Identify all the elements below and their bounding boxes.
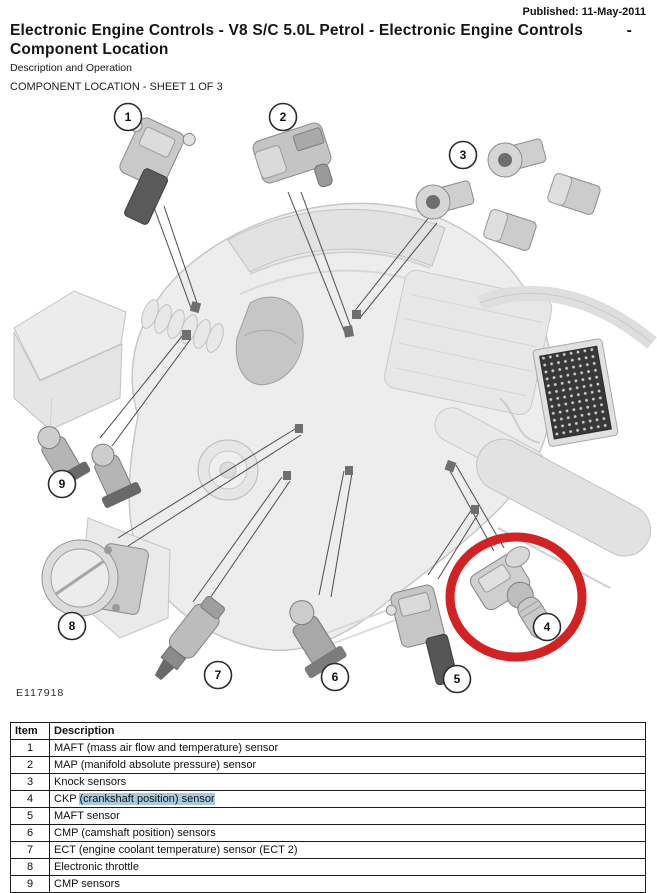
svg-text:2: 2 <box>280 110 287 124</box>
callout-7: 7 <box>203 660 233 690</box>
callout-1: 1 <box>113 102 143 132</box>
subtitle: Description and Operation <box>10 62 132 74</box>
table-row: 8 Electronic throttle <box>10 858 646 876</box>
ect-sensor-7-illustration <box>154 595 225 681</box>
item-description: MAP (manifold absolute pressure) sensor <box>49 756 646 774</box>
item-description: Knock sensors <box>49 773 646 791</box>
ckp-sensor-4-illustration <box>470 546 554 639</box>
callouts: 1 2 3 4 5 6 7 8 <box>47 102 562 694</box>
callout-6: 6 <box>320 662 350 692</box>
cmp-sensor-6-illustration <box>289 600 347 679</box>
item-number: 5 <box>10 807 50 825</box>
page-title-text: Electronic Engine Controls - V8 S/C 5.0L… <box>10 22 584 39</box>
table-row: 4 CKP (crankshaft position) sensor <box>10 790 646 808</box>
item-description: MAFT sensor <box>49 807 646 825</box>
figure-code: E117918 <box>16 687 65 699</box>
item-description: Electronic throttle <box>49 858 646 876</box>
page-title-trailing-dash: - <box>626 22 632 39</box>
table-header-row: Item Description <box>10 722 646 740</box>
item-number: 2 <box>10 756 50 774</box>
item-number: 7 <box>10 841 50 859</box>
highlight-circle <box>445 532 587 662</box>
callout-5: 5 <box>442 664 472 694</box>
table-row: 2 MAP (manifold absolute pressure) senso… <box>10 756 646 774</box>
table-row: 9 CMP sensors <box>10 875 646 893</box>
svg-text:7: 7 <box>215 668 222 682</box>
electronic-throttle-8-illustration <box>41 539 149 617</box>
engine-component-diagram: 1 2 3 4 5 6 7 8 <box>13 102 657 694</box>
svg-text:8: 8 <box>69 619 76 633</box>
leader-lines <box>99 191 505 608</box>
svg-text:6: 6 <box>332 670 339 684</box>
page-title-line2: Component Location <box>10 41 169 58</box>
item-description: CKP (crankshaft position) sensor <box>49 790 646 808</box>
description-prefix: CKP <box>54 793 80 805</box>
item-description: CMP sensors <box>49 875 646 893</box>
item-number: 9 <box>10 875 50 893</box>
ecm-module-illustration <box>532 338 619 447</box>
callout-4: 4 <box>532 612 562 642</box>
page-title: Electronic Engine Controls - V8 S/C 5.0L… <box>10 21 647 59</box>
section-heading: COMPONENT LOCATION - SHEET 1 OF 3 <box>10 81 223 93</box>
cmp-sensors-9-illustration <box>37 426 142 508</box>
svg-text:9: 9 <box>59 477 66 491</box>
svg-text:5: 5 <box>454 672 461 686</box>
item-description: MAFT (mass air flow and temperature) sen… <box>49 739 646 757</box>
column-header-item: Item <box>10 722 50 740</box>
selected-text: (crankshaft position) sensor <box>79 793 215 805</box>
table-row: 6 CMP (camshaft position) sensors <box>10 824 646 842</box>
item-number: 8 <box>10 858 50 876</box>
svg-text:1: 1 <box>125 110 132 124</box>
component-table: Item Description 1 MAFT (mass air flow a… <box>10 722 646 893</box>
item-number: 3 <box>10 773 50 791</box>
column-header-description: Description <box>49 722 646 740</box>
page-title-line1: Electronic Engine Controls - V8 S/C 5.0L… <box>10 21 647 40</box>
callout-3: 3 <box>448 140 478 170</box>
svg-text:3: 3 <box>460 148 467 162</box>
maft-sensor-1-illustration <box>119 117 196 225</box>
map-sensor-2-illustration <box>252 122 333 188</box>
svg-text:4: 4 <box>544 620 551 634</box>
table-row: 5 MAFT sensor <box>10 807 646 825</box>
item-description: ECT (engine coolant temperature) sensor … <box>49 841 646 859</box>
table-row: 7 ECT (engine coolant temperature) senso… <box>10 841 646 859</box>
table-row: 3 Knock sensors <box>10 773 646 791</box>
knock-sensors-3-illustration <box>415 138 601 251</box>
sensor-illustrations <box>37 117 601 686</box>
item-number: 1 <box>10 739 50 757</box>
item-description: CMP (camshaft position) sensors <box>49 824 646 842</box>
callout-2: 2 <box>268 102 298 132</box>
table-row: 1 MAFT (mass air flow and temperature) s… <box>10 739 646 757</box>
callout-9: 9 <box>47 469 77 499</box>
mount-point-marks <box>182 301 479 514</box>
item-number: 4 <box>10 790 50 808</box>
callout-8: 8 <box>57 611 87 641</box>
published-date: Published: 11-May-2011 <box>522 6 647 18</box>
item-number: 6 <box>10 824 50 842</box>
